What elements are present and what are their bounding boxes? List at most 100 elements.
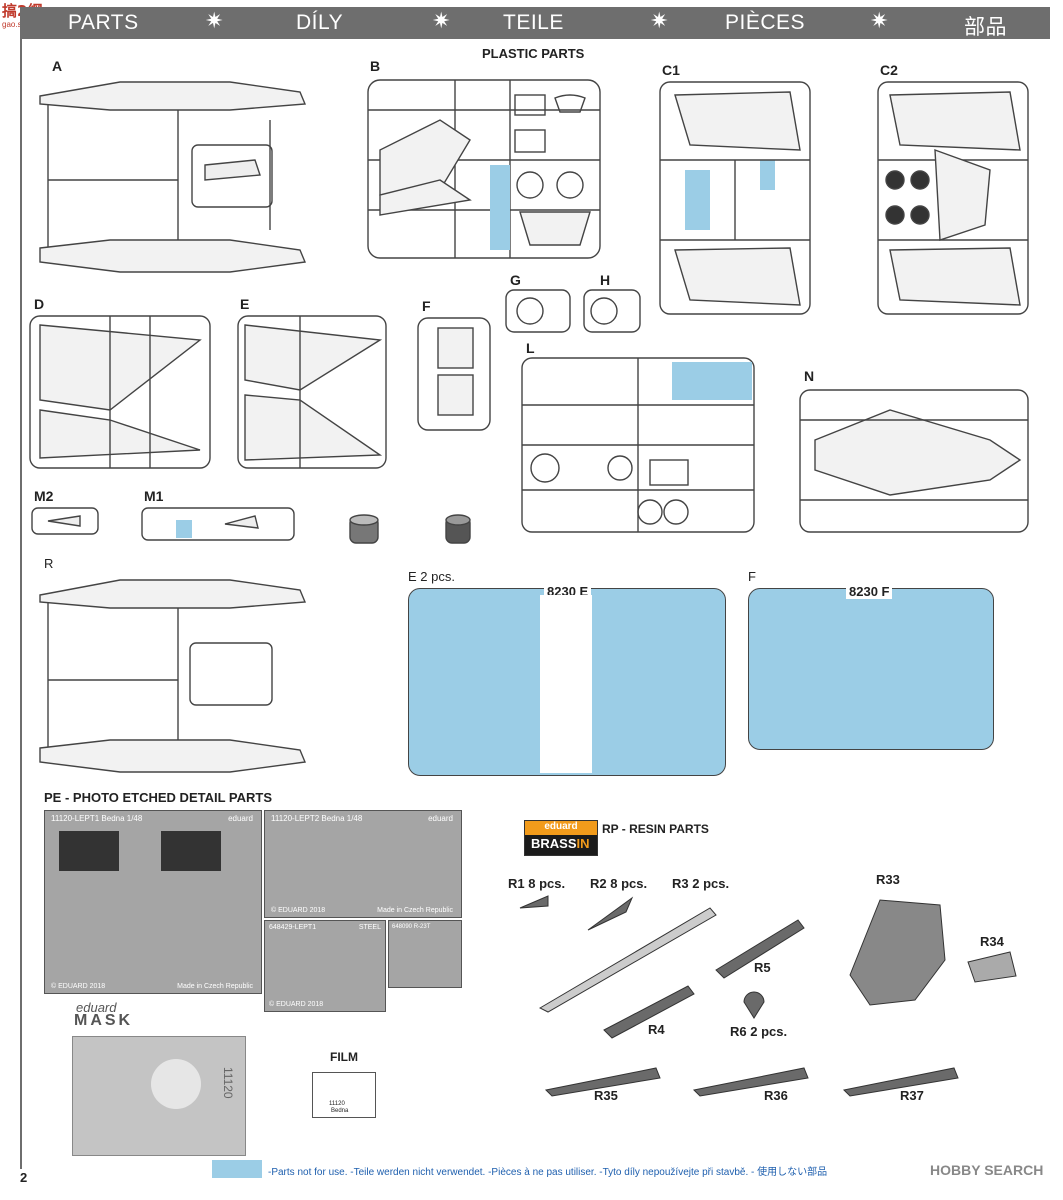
pe-sheet-2: 11120-LEPT2 Bedna 1/48 eduard © EDUARD 2… [264,810,462,918]
resin-r37-drawing [842,1067,959,1097]
sprue-l-frame [521,357,755,533]
sprue-n-frame [799,389,1029,533]
pe-sheet-2-brand: eduard [428,814,453,823]
resin-label-r36: R36 [764,1088,788,1103]
resin-r2-drawing [587,896,634,931]
sprue-b-frame [367,79,601,259]
resin-label-r37: R37 [900,1088,924,1103]
mask-brand: eduard [76,1000,117,1015]
pe-panel-drawing [161,831,221,871]
fret-f-panel [748,588,994,750]
pe-sheet-2-made: Made in Czech Republic [377,907,453,914]
sprue-e-frame [237,315,387,469]
pe-sheet-1-title: 11120-LEPT1 Bedna 1/48 [51,814,143,823]
mask-sheet: 11120 [72,1036,246,1156]
resin-label-r1: R1 8 pcs. [508,876,566,891]
sprue-label-h: H [600,272,611,288]
sprue-label-d: D [34,296,45,312]
resin-label-r3: R3 2 pcs. [672,876,730,891]
pe-sheet-3: 648429-LEPT1 STEEL © EDUARD 2018 [264,920,386,1012]
pe-sheet-1-copyright: © EDUARD 2018 [51,983,106,990]
header-title-jp: 部品 [964,15,1007,39]
pe-sheet-2-title: 11120-LEPT2 Bedna 1/48 [271,814,363,823]
sprue-label-m2: M2 [34,488,54,504]
sprue-label-f: F [422,298,431,314]
brassin-logo: eduard BRASSIN [524,820,598,856]
sprue-label-g: G [510,272,521,288]
film-sheet: 11120 Bedna [312,1072,376,1118]
resin-label-r33: R33 [876,872,900,887]
film-name: Bedna [331,1108,349,1114]
film-code: 11120 [329,1101,345,1107]
resin-label-r5: R5 [754,960,771,975]
resin-label-r34: R34 [980,934,1004,949]
fret-f-code: 8230 F [846,584,893,599]
resin-r1-drawing [519,895,549,909]
resin-r5-drawing [715,919,805,979]
mask-code: 11120 [221,1067,235,1099]
header-title-cz: DÍLY [296,11,344,34]
plastic-parts-heading: PLASTIC PARTS [482,46,585,61]
pe-sheet-4: 648090 R-23T [388,920,462,988]
pe-section-heading: PE - PHOTO ETCHED DETAIL PARTS [44,790,273,805]
sprue-label-r: R [44,556,54,571]
sprue-f-frame [417,317,491,431]
sprue-label-n: N [804,368,815,384]
sprue-g-frame [505,289,571,333]
star-separator-icon: ✷ [650,9,669,34]
pe-sheet-1-brand: eduard [228,814,253,823]
sprue-r-frame [39,579,307,773]
pe-sheet-3-copyright: © EDUARD 2018 [269,1001,324,1008]
sprue-label-b: B [370,58,381,74]
header-title-fr: PIÈCES [725,11,806,34]
sprue-label-m1: M1 [144,488,164,504]
fret-f-label: F [748,569,756,584]
sprue-m1-frame [141,507,295,541]
mask-circle [151,1059,201,1109]
fret-e-center-strip [540,595,592,773]
pe-panel-drawing [59,831,119,871]
brassin-word-b: IN [576,836,590,851]
pe-sheet-3-title: 648429-LEPT1 [269,924,317,931]
sprue-c2-frame [877,81,1029,315]
resin-label-r4: R4 [648,1022,665,1037]
star-separator-icon: ✷ [205,9,224,34]
header-bar [20,7,1050,39]
star-separator-icon: ✷ [432,9,451,34]
resin-r6-drawing [743,991,765,1019]
sprue-label-c2: C2 [880,62,898,78]
header-title-en: PARTS [68,11,139,34]
brassin-logo-bottom: BRASSIN [525,835,597,855]
sprue-label-e: E [240,296,250,312]
sprue-label-c1: C1 [662,62,680,78]
pe-sheet-3-steel: STEEL [358,924,381,931]
sprue-label-a: A [52,58,63,74]
pe-sheet-2-copyright: © EDUARD 2018 [271,907,326,914]
page-number: 2 [20,1170,28,1185]
legend-note: -Parts not for use. -Teile werden nicht … [268,1167,828,1178]
resin-label-r35: R35 [594,1088,618,1103]
resin-r35-drawing [544,1067,661,1097]
sprue-label-l: L [526,340,535,356]
pe-sheet-1: 11120-LEPT1 Bedna 1/48 eduard © EDUARD 2… [44,810,262,994]
sprue-a-frame [39,81,307,273]
mask-word: MASK [74,1012,134,1029]
star-separator-icon: ✷ [870,9,889,34]
resin-r34-drawing [967,951,1017,983]
sprue-h-frame [583,289,641,333]
resin-r3-missile-drawing [538,907,717,1013]
header-title-de: TEILE [503,11,564,34]
resin-r4-drawing [603,985,695,1039]
sprue-d-frame [29,315,211,469]
brassin-word-a: BRASS [531,836,577,851]
hobbysearch-watermark: HOBBY SEARCH [930,1162,1044,1178]
frame-left-border [20,39,22,1169]
resin-r33-seat-drawing [849,899,946,1006]
pe-sheet-1-made: Made in Czech Republic [177,983,253,990]
resin-parts-heading: RP - RESIN PARTS [602,822,709,836]
wheel-tyre-drawing [349,514,471,544]
pe-sheet-4-title: 648090 R-23T [392,924,431,930]
fret-e-label: E 2 pcs. [408,569,455,584]
